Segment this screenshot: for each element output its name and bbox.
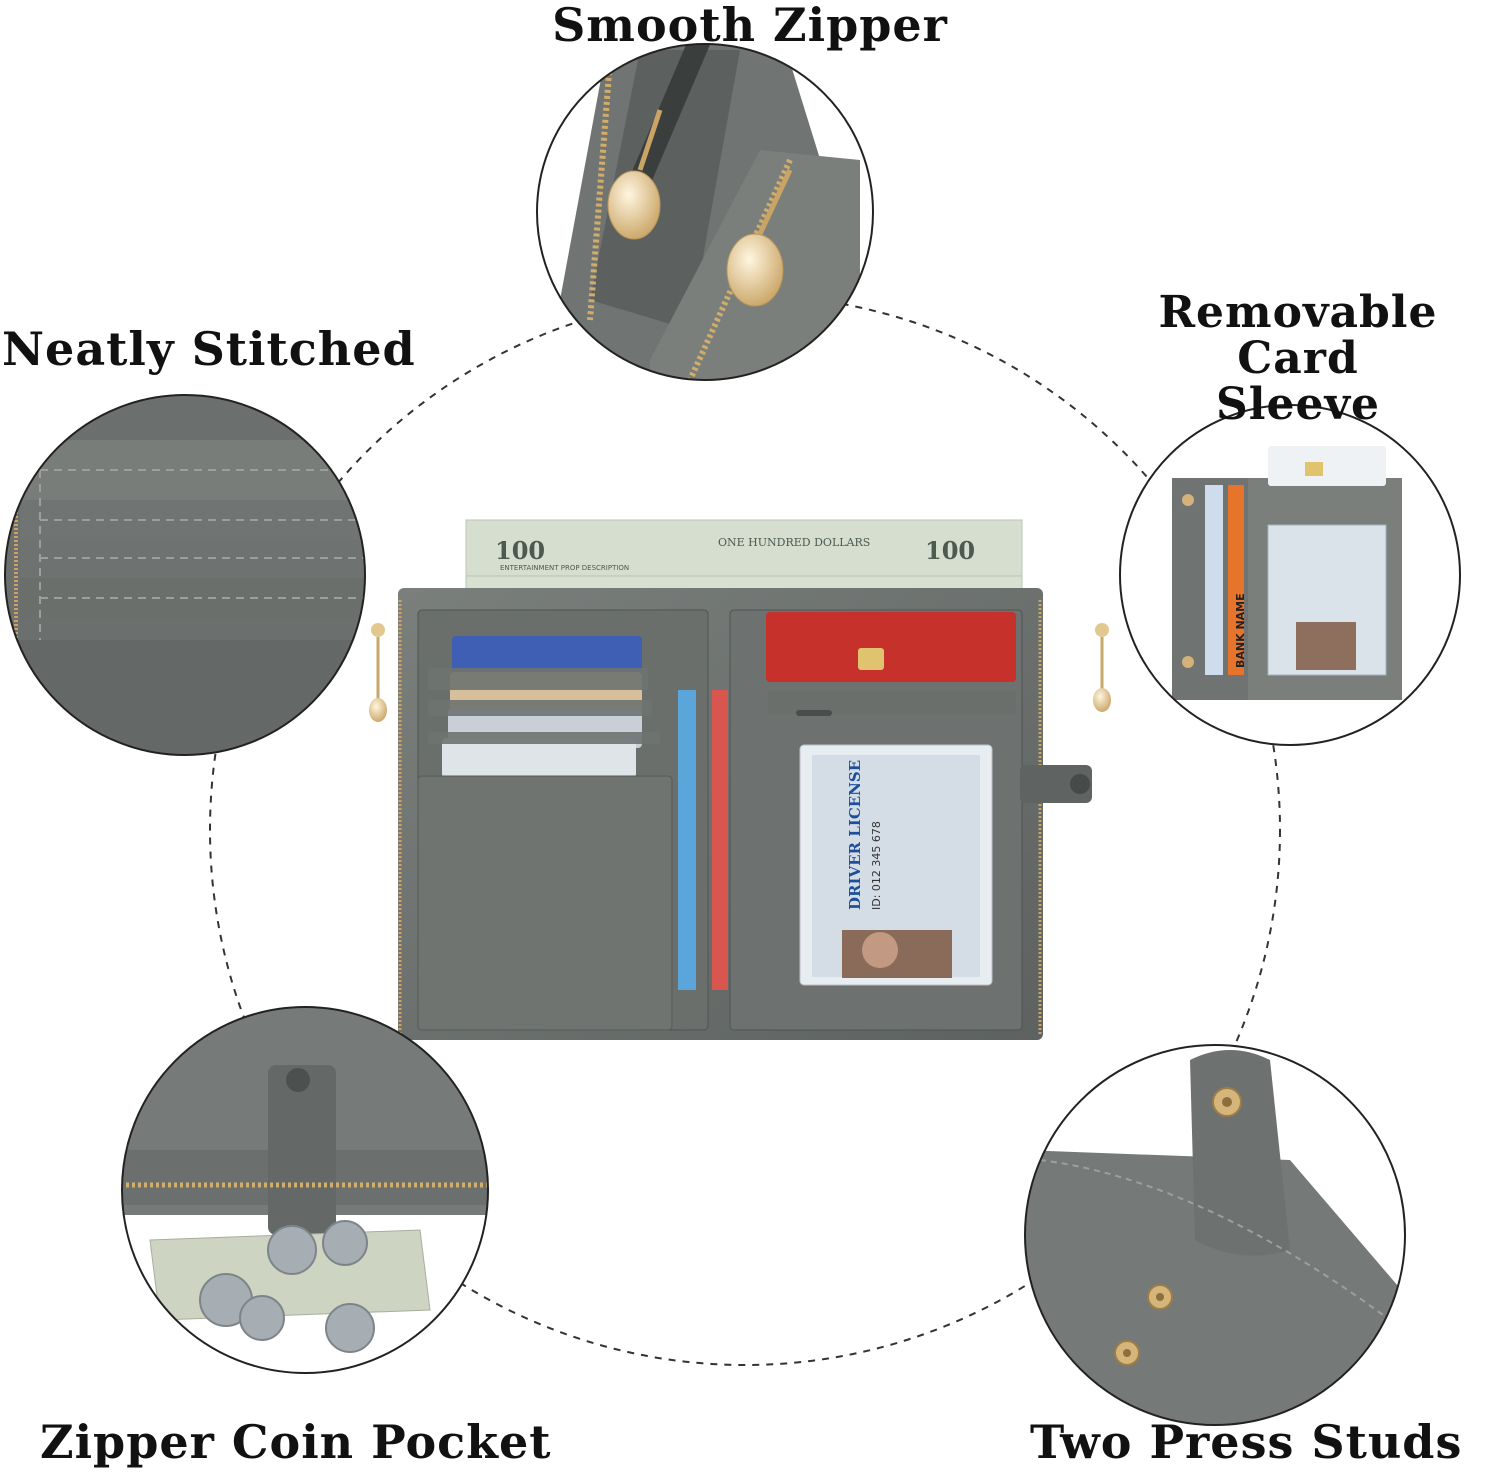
removable-card-sleeve-label: Removable Card Sleeve: [1098, 290, 1498, 428]
zipper-coin-pocket-label: Zipper Coin Pocket: [40, 1415, 552, 1469]
zipper-pull-left-icon: [369, 623, 387, 722]
press-stud-icon: [1114, 1340, 1140, 1366]
press-stud-icon: [1147, 1284, 1173, 1310]
two-press-studs-label: Two Press Studs: [1030, 1415, 1463, 1469]
smooth-zipper-label: Smooth Zipper: [552, 0, 948, 52]
main-wallet: 100 100 ONE HUNDRED DOLLARS ENTERTAINMEN…: [369, 519, 1111, 1040]
removable-card-sleeve-line1: Removable Card: [1158, 287, 1438, 384]
sleeve-bank-name: BANK NAME: [1234, 593, 1247, 668]
neatly-stitched-label: Neatly Stitched: [2, 322, 416, 376]
banknote-denomination-left: 100: [495, 536, 545, 565]
banknote-top-text: ONE HUNDRED DOLLARS: [718, 536, 870, 549]
zipper-pull-right-icon: [1093, 623, 1111, 712]
license-id: ID: 012 345 678: [870, 821, 883, 910]
press-studs-circle: [1025, 1045, 1405, 1425]
banknote-prop-text: ENTERTAINMENT PROP DESCRIPTION: [500, 564, 629, 572]
press-stud-icon: [1212, 1087, 1242, 1117]
stitch-detail-circle: [5, 395, 365, 755]
card-sleeve-circle: BANK NAME: [1120, 405, 1460, 745]
removable-card-sleeve-line2: Sleeve: [1215, 379, 1381, 430]
coin-icon: [199, 1220, 375, 1353]
coin-pocket-circle: [122, 1007, 488, 1373]
zipper-detail-circle: [537, 44, 873, 380]
banknote-denomination-right: 100: [925, 536, 975, 565]
license-header: DRIVER LICENSE: [846, 760, 864, 910]
